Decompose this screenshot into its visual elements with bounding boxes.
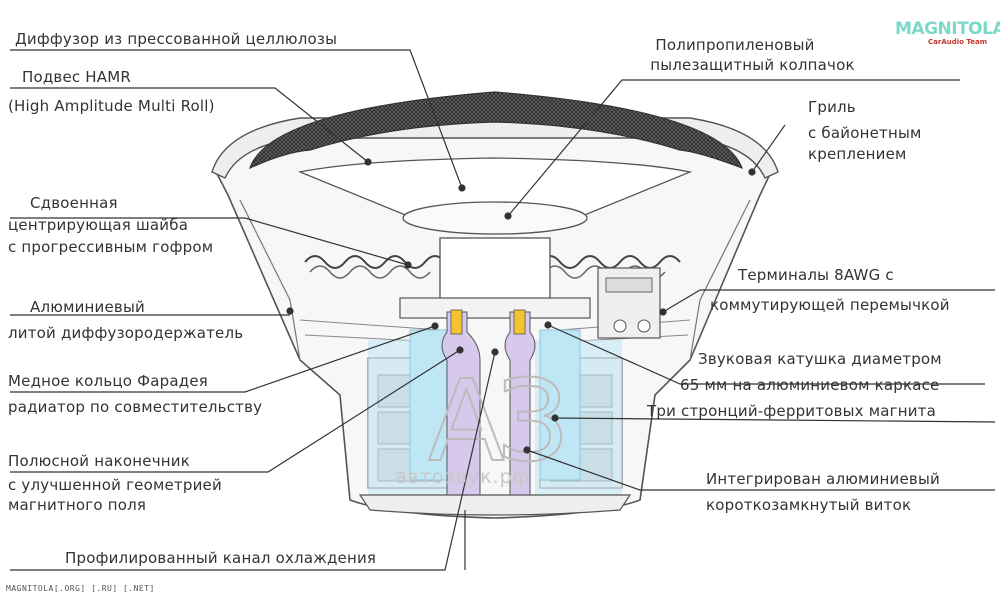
label-dustcap-1: Полипропиленовый (655, 36, 815, 54)
label-terminals-2: коммутирующей перемычкой (710, 296, 950, 314)
label-shorting-1: Интегрирован алюминиевый (706, 470, 940, 488)
label-spider-2: центрирующая шайба (8, 216, 189, 234)
label-grille-2: с байонетным (808, 124, 922, 142)
label-surround-2: (High Amplitude Multi Roll) (8, 97, 215, 115)
voice-coil-right (513, 309, 526, 335)
label-voicecoil-1: Звуковая катушка диаметром (698, 350, 942, 368)
brand-sub: CarAudio Team (928, 38, 987, 46)
top-plate (399, 297, 591, 319)
spider-left (304, 255, 446, 269)
cooling-vent-right (539, 329, 581, 481)
label-grille-3: креплением (808, 145, 907, 163)
brand-name: MAGNITOLA (895, 19, 1000, 39)
label-basket-1: Алюминиевый (30, 298, 145, 316)
label-cooling: Профилированный канал охлаждения (65, 549, 377, 567)
basket-right-wall (689, 199, 751, 361)
surround-mesh (248, 91, 744, 170)
label-polepiece-2: с улучшенной геометрией (8, 476, 222, 494)
label-grille-1: Гриль (808, 98, 856, 116)
brand-logo: MAGNITOLA CarAudio Team (895, 19, 1000, 46)
label-cone: Диффузор из прессованной целлюлозы (15, 30, 338, 48)
voice-coil-left (450, 309, 463, 335)
label-spider-3: с прогрессивным гофром (8, 238, 214, 256)
label-surround-1: Подвес HAMR (22, 68, 132, 86)
label-voicecoil-2: 65 мм на алюминиевом каркасе (680, 376, 940, 394)
footer-text: MAGNITOLA[.ORG] [.RU] [.NET] (6, 584, 155, 593)
spider-left-2 (309, 265, 431, 279)
terminal-block (597, 267, 661, 339)
dust-cap (402, 201, 588, 235)
leader-lines (10, 49, 996, 571)
basket-struts (299, 319, 691, 343)
label-magnets: Три стронций-ферритовых магнита (647, 402, 936, 420)
label-shorting-2: короткозамкнутый виток (706, 496, 912, 514)
back-plate (358, 494, 632, 516)
watermark-mark: АЗ (428, 357, 562, 487)
cone (297, 157, 693, 226)
basket-left-wall (239, 199, 301, 361)
label-faraday-1: Медное кольцо Фарадея (8, 372, 208, 390)
label-polepiece-1: Полюсной наконечник (8, 452, 190, 470)
label-terminals-1: Терминалы 8AWG с (738, 266, 894, 284)
watermark-text: автозвук.рф (395, 466, 530, 488)
label-basket-2: литой диффузородержатель (8, 324, 244, 342)
label-polepiece-3: магнитного поля (8, 496, 147, 514)
voice-coil-former (439, 237, 551, 301)
label-spider-1: Сдвоенная (30, 194, 118, 212)
label-dustcap-2: пылезащитный колпачок (650, 56, 855, 74)
label-faraday-2: радиатор по совместительству (8, 398, 263, 416)
